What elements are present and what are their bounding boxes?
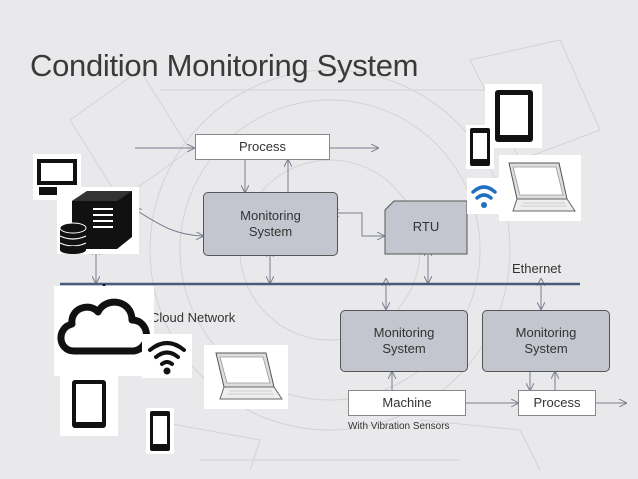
laptop-icon	[508, 162, 576, 212]
server-tile	[57, 187, 139, 254]
wifi-icon	[148, 341, 186, 375]
ms-rtu-link	[338, 213, 384, 236]
wifi-tile-left	[142, 334, 192, 378]
rtu-shape	[384, 200, 468, 255]
vibration-sensors-label: With Vibration Sensors	[348, 421, 450, 432]
cloud-network-label: Cloud Network	[150, 310, 236, 325]
phone-tile-right	[466, 125, 494, 169]
process-bottom-node: Process	[518, 390, 596, 416]
machine-node: Machine	[348, 390, 466, 416]
monitoring-system-left-node: Monitoring System	[340, 310, 468, 372]
wifi-tile-right	[467, 178, 501, 214]
phone-tile-left	[146, 408, 174, 454]
phone-icon	[470, 128, 490, 166]
cloud-icon	[57, 298, 150, 355]
monitoring-system-right-node: Monitoring System	[482, 310, 610, 372]
tablet-tile-right	[485, 84, 542, 148]
rtu-label: RTU	[412, 219, 440, 235]
rtu-node: RTU	[384, 200, 468, 255]
cloud-tile	[54, 286, 154, 376]
server-ms-link	[139, 212, 203, 236]
monitor-icon	[37, 159, 77, 195]
laptop-tile-right	[499, 155, 581, 221]
process-top-node: Process	[195, 134, 330, 160]
wifi-icon	[471, 185, 497, 208]
tablet-tile-left	[60, 372, 118, 436]
phone-icon	[150, 411, 170, 451]
monitoring-system-top-node: Monitoring System	[203, 192, 338, 256]
server-icon	[72, 191, 132, 249]
laptop-tile-left	[204, 345, 288, 409]
slide-title: Condition Monitoring System	[30, 48, 419, 83]
laptop-icon	[215, 352, 283, 400]
ethernet-label: Ethernet	[512, 261, 562, 276]
tablet-icon	[495, 90, 533, 142]
database-tile	[58, 222, 88, 254]
database-icon	[59, 222, 87, 254]
tablet-icon	[72, 380, 106, 428]
